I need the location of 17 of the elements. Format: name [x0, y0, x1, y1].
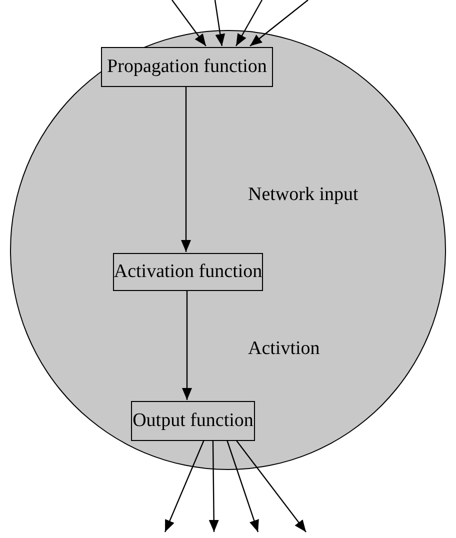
edge-label: Network input [246, 184, 360, 206]
arrow [236, 0, 263, 46]
process-box [113, 253, 263, 291]
box-label: Propagation function [107, 56, 267, 78]
process-box [131, 401, 255, 441]
arrow [164, 440, 205, 532]
arrow [181, 86, 191, 252]
arrow [236, 440, 306, 532]
arrow [208, 440, 219, 532]
arrow [182, 290, 192, 400]
arrow [214, 0, 226, 46]
arrow [172, 0, 206, 46]
box-label: Activation function [114, 261, 262, 283]
process-box [101, 47, 273, 87]
box-label: Output function [132, 410, 254, 432]
arrow [250, 0, 308, 46]
arrow [226, 440, 259, 532]
